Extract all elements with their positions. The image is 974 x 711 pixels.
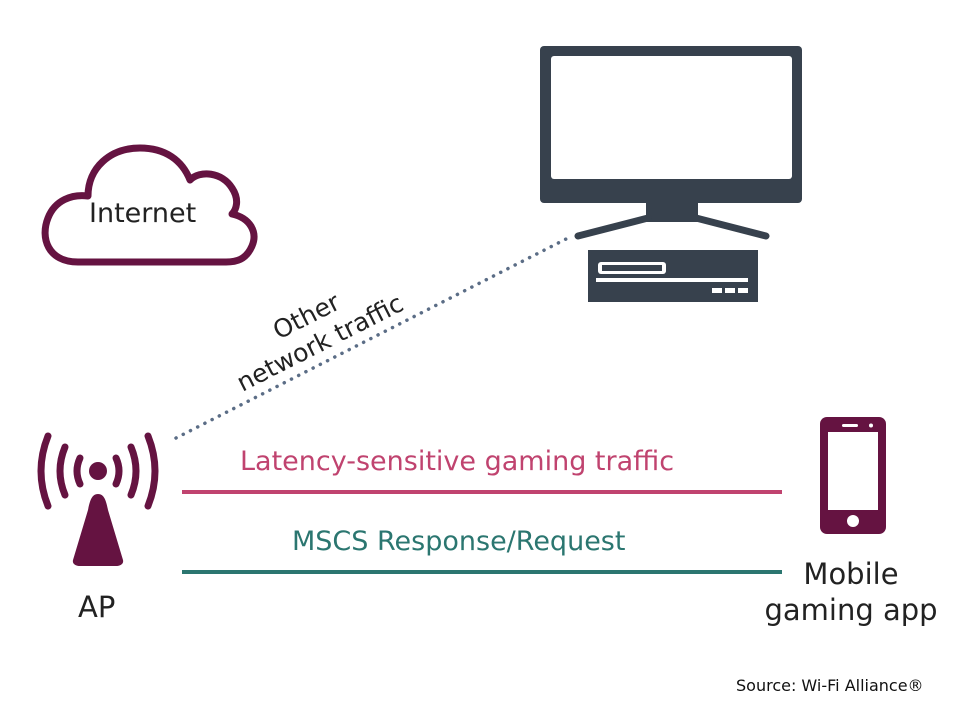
- mobile-label-line2: gaming app: [764, 593, 938, 627]
- cloud-icon: [41, 144, 258, 266]
- source-caption: Source: Wi-Fi Alliance®: [736, 676, 924, 695]
- gaming-traffic-label: Latency-sensitive gaming traffic: [240, 446, 675, 477]
- desktop-computer-icon: [540, 46, 802, 302]
- ap-label: AP: [78, 590, 116, 624]
- internet-label: Internet: [89, 198, 197, 229]
- wireless-access-point-icon: [37, 432, 159, 566]
- smartphone-icon: [820, 417, 886, 534]
- mobile-label: Mobile gaming app: [756, 556, 946, 628]
- mobile-label-line1: Mobile: [803, 557, 899, 591]
- link-other-traffic: [174, 236, 570, 440]
- mscs-label: MSCS Response/Request: [292, 526, 626, 557]
